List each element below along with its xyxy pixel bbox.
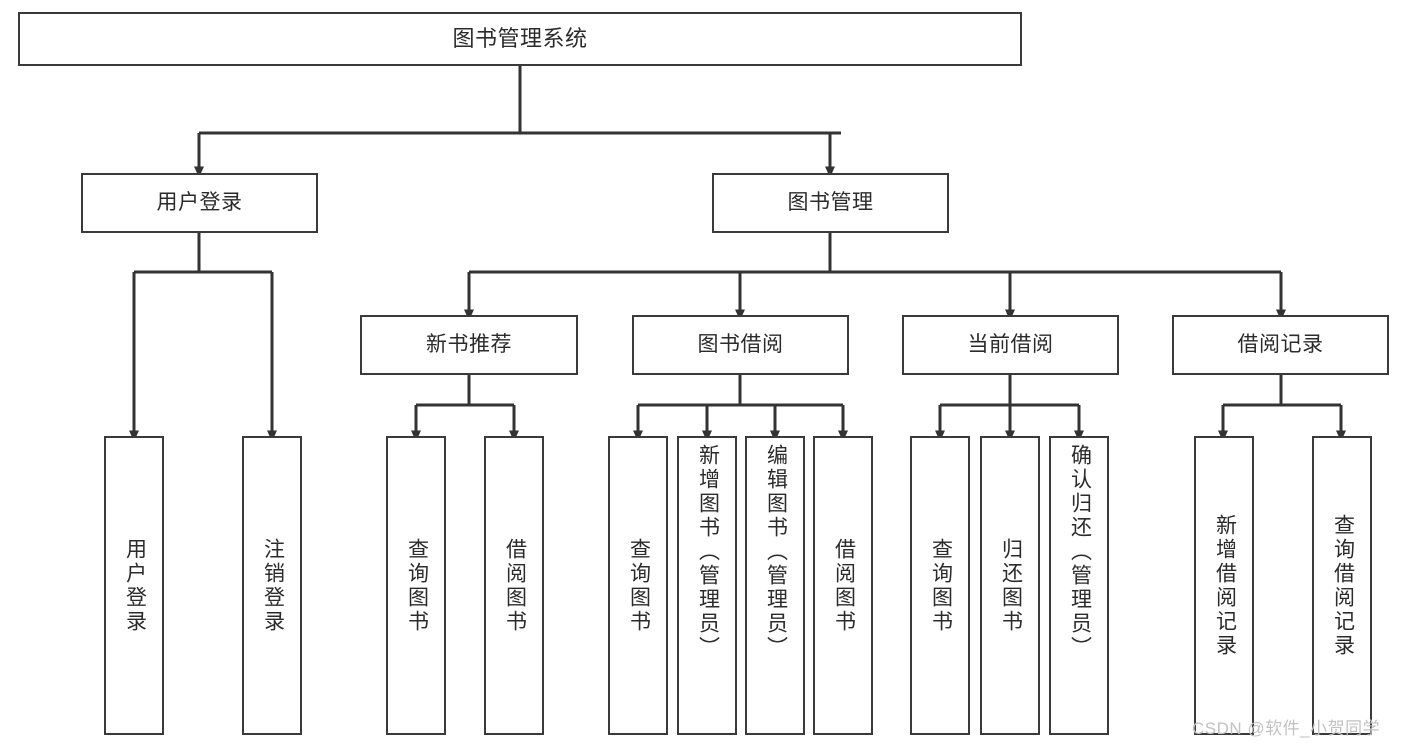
node-current-borrow[interactable]: 当前借阅 bbox=[902, 315, 1119, 375]
node-label: 查询图书 bbox=[405, 537, 429, 634]
leaf-book-borrow-borrow-book[interactable]: 借阅图书 bbox=[813, 436, 873, 735]
node-label: 归还图书 bbox=[999, 537, 1023, 634]
leaf-current-borrow-confirm-return[interactable]: 确认归还（管理员） bbox=[1049, 436, 1109, 735]
leaf-new-book-borrow-book[interactable]: 借阅图书 bbox=[484, 436, 544, 735]
leaf-book-borrow-edit-book[interactable]: 编辑图书（管理员） bbox=[745, 436, 805, 735]
leaf-borrow-record-query-record[interactable]: 查询借阅记录 bbox=[1312, 436, 1372, 735]
node-label: 借阅图书 bbox=[503, 537, 527, 634]
leaf-borrow-record-add-record[interactable]: 新增借阅记录 bbox=[1194, 436, 1254, 735]
leaf-current-borrow-query-book[interactable]: 查询图书 bbox=[910, 436, 970, 735]
node-label: 用户登录 bbox=[123, 537, 147, 634]
node-label: 用户登录 bbox=[156, 191, 243, 215]
node-label: 图书借阅 bbox=[697, 333, 784, 357]
node-book-management[interactable]: 图书管理 bbox=[712, 173, 949, 233]
node-label: 新书推荐 bbox=[426, 333, 512, 357]
leaf-user-login-login[interactable]: 用户登录 bbox=[104, 436, 164, 735]
csdn-watermark: CSDN @软件_小贺同学 bbox=[1192, 719, 1381, 738]
node-label: 查询借阅记录 bbox=[1331, 513, 1355, 658]
node-root-book-management-system[interactable]: 图书管理系统 bbox=[18, 12, 1022, 66]
node-label: 编辑图书（管理员） bbox=[764, 444, 788, 660]
node-label: 借阅记录 bbox=[1237, 333, 1324, 357]
node-new-book-recommend[interactable]: 新书推荐 bbox=[360, 315, 578, 375]
node-label: 新增借阅记录 bbox=[1213, 513, 1237, 658]
node-label: 查询图书 bbox=[627, 537, 651, 634]
leaf-user-login-logout[interactable]: 注销登录 bbox=[242, 436, 302, 735]
node-user-login[interactable]: 用户登录 bbox=[81, 173, 318, 233]
node-label: 当前借阅 bbox=[967, 333, 1054, 357]
leaf-book-borrow-add-book[interactable]: 新增图书（管理员） bbox=[677, 436, 737, 735]
leaf-new-book-query-book[interactable]: 查询图书 bbox=[386, 436, 446, 735]
node-label: 借阅图书 bbox=[832, 537, 856, 634]
node-label: 查询图书 bbox=[929, 537, 953, 634]
node-label: 新增图书（管理员） bbox=[696, 444, 720, 660]
node-label: 注销登录 bbox=[261, 537, 285, 634]
node-borrow-record[interactable]: 借阅记录 bbox=[1172, 315, 1389, 375]
node-label: 确认归还（管理员） bbox=[1068, 444, 1092, 660]
leaf-current-borrow-return-book[interactable]: 归还图书 bbox=[980, 436, 1040, 735]
leaf-book-borrow-query-book[interactable]: 查询图书 bbox=[608, 436, 668, 735]
node-label: 图书管理系统 bbox=[452, 25, 588, 51]
node-book-borrow[interactable]: 图书借阅 bbox=[632, 315, 849, 375]
node-label: 图书管理 bbox=[787, 191, 874, 215]
